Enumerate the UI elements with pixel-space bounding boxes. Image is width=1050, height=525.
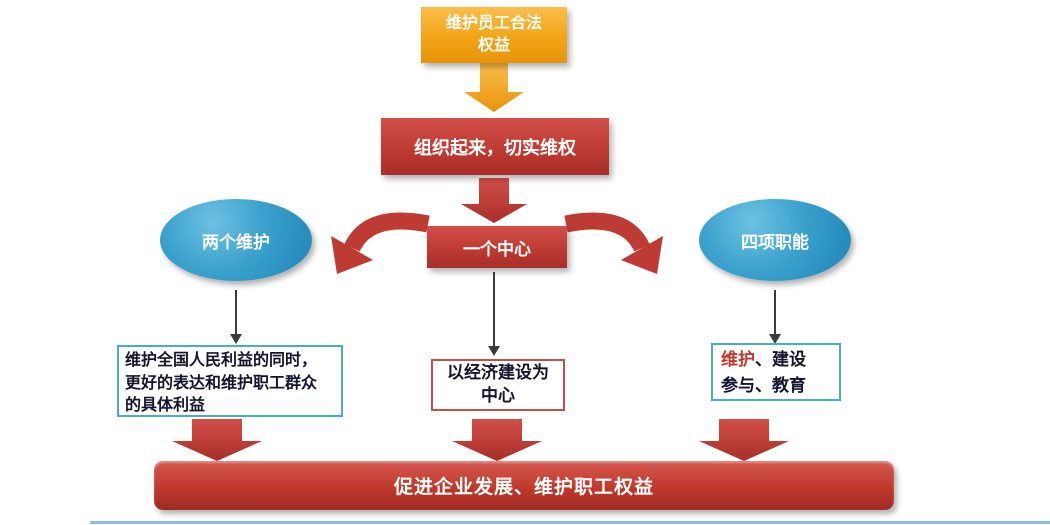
right-curved-arrowhead [621, 236, 663, 274]
right-thin-arrowhead [769, 334, 781, 344]
right-note-line2: 参与、教育 [721, 376, 806, 396]
right-curved-arrow [564, 212, 650, 252]
one-center-box: 一个中心 [427, 226, 567, 268]
top-box-employee-rights: 维护员工合法 权益 [421, 7, 567, 63]
big-red-arrow-center [452, 419, 542, 461]
left-curved-arrow [344, 212, 430, 252]
big-red-arrow-left [172, 419, 262, 461]
right-note-red-word: 维护 [721, 350, 755, 369]
bottom-conclusion-bar: 促进企业发展、维护职工权益 [154, 461, 894, 510]
orange-down-arrow [464, 63, 524, 112]
organize-box: 组织起来，切实维权 [381, 118, 609, 175]
red-down-arrow-mid [461, 178, 527, 223]
left-thin-arrowhead [230, 334, 242, 344]
right-note-box: 维护、建设 参与、教育 [711, 343, 841, 401]
left-note-box: 维护全国人民利益的同时， 更好的表达和维护职工群众 的具体利益 [117, 345, 343, 417]
bottom-divider-line [90, 521, 1050, 524]
ellipse-two-protections: 两个维护 [160, 199, 312, 281]
center-thin-arrowhead [488, 346, 500, 356]
right-note-line1: 维护、建设 [721, 347, 831, 373]
center-note-box: 以经济建设为 中心 [431, 359, 565, 411]
big-red-arrow-right [699, 419, 789, 461]
left-curved-arrowhead [331, 236, 373, 274]
right-note-rest: 、建设 [755, 350, 806, 369]
ellipse-four-functions: 四项职能 [699, 199, 851, 281]
